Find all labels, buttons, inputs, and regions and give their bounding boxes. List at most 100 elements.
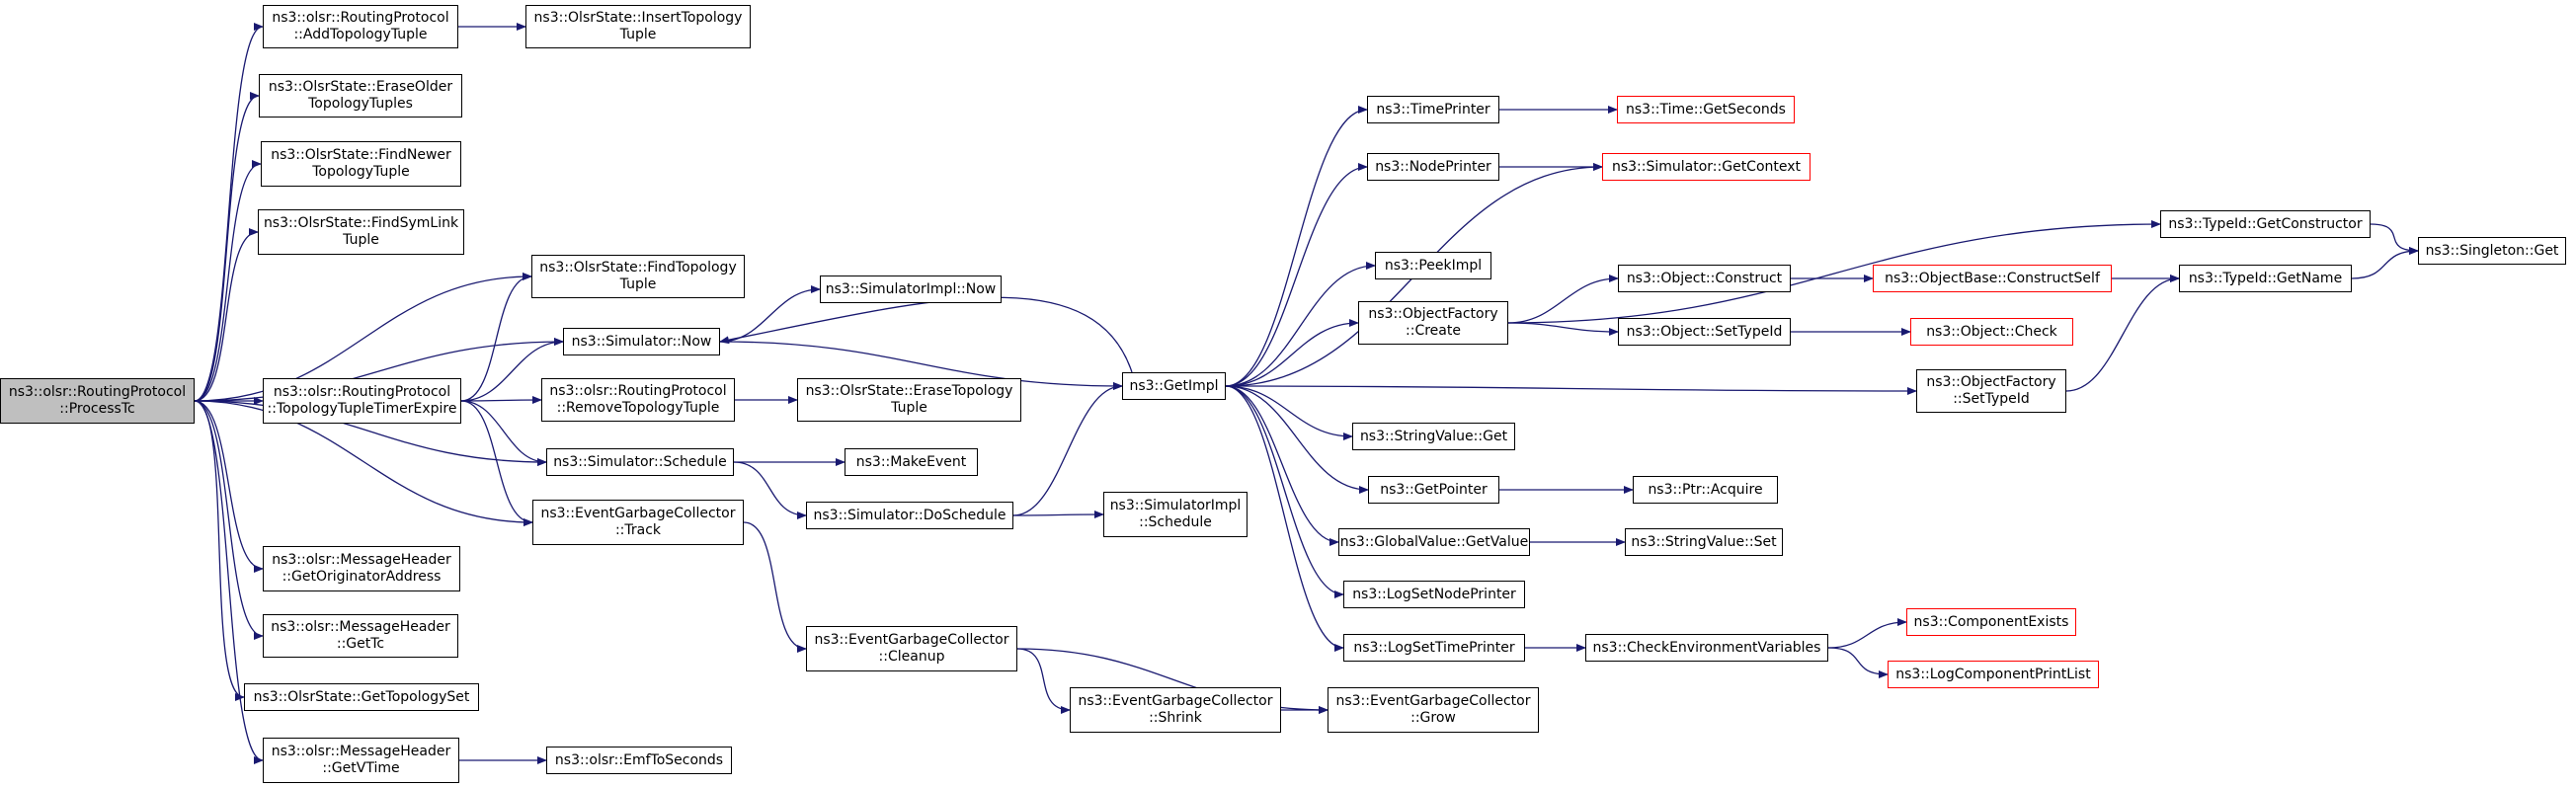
node-topotimer[interactable]: ns3::olsr::RoutingProtocol::TopologyTupl… (263, 378, 461, 424)
node-label-line: ns3::Object::Check (1926, 323, 2057, 340)
node-ofsettypeid[interactable]: ns3::ObjectFactory::SetTypeId (1916, 369, 2066, 413)
node-label-line: ns3::olsr::RoutingProtocol (273, 384, 451, 400)
node-label-line: ns3::OlsrState::InsertTopology (533, 10, 743, 26)
node-timegetseconds[interactable]: ns3::Time::GetSeconds (1617, 96, 1795, 123)
node-egcshrink[interactable]: ns3::EventGarbageCollector::Shrink (1070, 687, 1281, 733)
node-ofcreate[interactable]: ns3::ObjectFactory::Create (1358, 301, 1508, 345)
node-ptracquire[interactable]: ns3::Ptr::Acquire (1633, 476, 1778, 504)
node-simimplschedule[interactable]: ns3::SimulatorImpl::Schedule (1103, 492, 1248, 537)
node-label-line: ns3::GetPointer (1380, 481, 1488, 498)
node-label-line: ::Shrink (1149, 710, 1202, 726)
node-timeprinter[interactable]: ns3::TimePrinter (1367, 96, 1499, 123)
node-label-line: ns3::ObjectFactory (1368, 306, 1498, 322)
node-stringvalueget[interactable]: ns3::StringValue::Get (1352, 423, 1515, 450)
edge-simnow-to-getimpl (719, 341, 1123, 390)
node-label-line: TopologyTuple (312, 164, 410, 180)
node-label-line: ::RemoveTopologyTuple (556, 400, 720, 416)
node-peekimpl[interactable]: ns3::PeekImpl (1375, 252, 1491, 279)
node-label-line: ns3::ObjectBase::ConstructSelf (1885, 270, 2100, 286)
edge-getimpl-to-logsettimeprinter (1225, 385, 1344, 652)
node-simdoschedule[interactable]: ns3::Simulator::DoSchedule (806, 502, 1013, 529)
node-label-line: ns3::TypeId::GetName (2188, 270, 2343, 286)
node-egcgrow[interactable]: ns3::EventGarbageCollector::Grow (1328, 687, 1539, 733)
node-label-line: ns3::OlsrState::GetTopologySet (253, 688, 470, 705)
node-emftosec[interactable]: ns3::olsr::EmfToSeconds (546, 747, 732, 774)
node-getorig[interactable]: ns3::olsr::MessageHeader::GetOriginatorA… (263, 546, 460, 591)
node-typeidgetconstructor[interactable]: ns3::TypeId::GetConstructor (2160, 210, 2371, 238)
node-label-line: ::SetTypeId (1953, 391, 2030, 407)
node-label-line: ns3::Simulator::Now (571, 333, 712, 350)
node-logsettimeprinter[interactable]: ns3::LogSetTimePrinter (1343, 634, 1525, 662)
node-root: ns3::olsr::RoutingProtocol::ProcessTc (0, 378, 195, 424)
node-label-line: ns3::olsr::MessageHeader (271, 619, 450, 635)
edge-egctrack-to-egccleanup (743, 521, 807, 653)
node-label-line: ns3::LogComponentPrintList (1895, 666, 2091, 682)
edge-topotimer-to-egctrack (460, 400, 533, 526)
node-label-line: ns3::olsr::EmfToSeconds (554, 751, 724, 768)
edge-root-to-getorig (194, 400, 264, 573)
node-getpointer[interactable]: ns3::GetPointer (1368, 476, 1499, 504)
node-getvtime[interactable]: ns3::olsr::MessageHeader::GetVTime (263, 738, 459, 783)
node-label-line: ns3::CheckEnvironmentVariables (1592, 639, 1821, 656)
node-label-line: ns3::Simulator::DoSchedule (813, 507, 1006, 523)
node-objbaseconstructself[interactable]: ns3::ObjectBase::ConstructSelf (1873, 265, 2112, 292)
node-logcomponentprintlist[interactable]: ns3::LogComponentPrintList (1888, 661, 2099, 688)
node-objcheck[interactable]: ns3::Object::Check (1910, 318, 2073, 346)
node-gettc[interactable]: ns3::olsr::MessageHeader::GetTc (263, 614, 458, 658)
node-label-line: ns3::ObjectFactory (1926, 374, 2056, 390)
node-objsettypeid[interactable]: ns3::Object::SetTypeId (1618, 318, 1791, 346)
node-componentexists[interactable]: ns3::ComponentExists (1906, 608, 2076, 636)
edge-ofcreate-to-objsettypeid (1507, 322, 1619, 336)
node-label-line: ns3::Time::GetSeconds (1626, 101, 1786, 118)
node-typeidgetname[interactable]: ns3::TypeId::GetName (2179, 265, 2352, 292)
node-makeevent[interactable]: ns3::MakeEvent (845, 448, 978, 476)
node-stringvalueset[interactable]: ns3::StringValue::Set (1625, 528, 1783, 556)
node-singletonget[interactable]: ns3::Singleton::Get (2418, 237, 2566, 265)
node-simschedule[interactable]: ns3::Simulator::Schedule (546, 448, 734, 476)
edge-topotimer-to-simschedule (460, 400, 547, 466)
node-addtopo[interactable]: ns3::olsr::RoutingProtocol::AddTopologyT… (263, 5, 458, 48)
edge-getimpl-to-logsetnodeprinter (1225, 385, 1344, 598)
node-label-line: ::GetTc (336, 636, 385, 652)
node-label-line: ns3::OlsrState::FindNewer (271, 147, 451, 163)
node-simgetcontext[interactable]: ns3::Simulator::GetContext (1602, 153, 1811, 181)
node-label-line: ::ProcessTc (59, 401, 135, 417)
node-simnow[interactable]: ns3::Simulator::Now (563, 328, 720, 355)
node-label-line: ns3::LogSetTimePrinter (1353, 639, 1515, 656)
node-label-line: ns3::OlsrState::EraseOlder (268, 79, 453, 95)
node-logsetnodeprinter[interactable]: ns3::LogSetNodePrinter (1343, 581, 1525, 608)
node-label-line: ns3::olsr::MessageHeader (272, 552, 451, 568)
node-label-line: ns3::OlsrState::EraseTopology (805, 383, 1013, 399)
node-label-line: ::Cleanup (878, 649, 945, 665)
edge-root-to-gettc (194, 400, 264, 640)
node-label-line: ns3::MakeEvent (855, 453, 967, 470)
node-nodeprinter[interactable]: ns3::NodePrinter (1367, 153, 1499, 181)
edge-root-to-findtopo (194, 273, 532, 402)
node-label-line: ns3::StringValue::Set (1631, 533, 1777, 550)
node-label-line: TopologyTuples (308, 96, 413, 112)
edge-root-to-findnewer (194, 160, 262, 402)
node-gvgetvalue[interactable]: ns3::GlobalValue::GetValue (1338, 528, 1530, 556)
node-egctrack[interactable]: ns3::EventGarbageCollector::Track (532, 500, 744, 545)
node-label-line: ns3::GetImpl (1129, 377, 1219, 394)
node-label-line: ns3::EventGarbageCollector (814, 632, 1009, 648)
edge-getimpl-to-getpointer (1225, 385, 1369, 494)
node-removetopo[interactable]: ns3::olsr::RoutingProtocol::RemoveTopolo… (541, 378, 735, 422)
node-label-line: ::Create (1406, 323, 1461, 339)
node-simimplnow[interactable]: ns3::SimulatorImpl::Now (820, 275, 1002, 303)
node-label-line: ns3::OlsrState::FindTopology (539, 260, 737, 275)
node-label-line: Tuple (343, 232, 379, 248)
node-objconstruct[interactable]: ns3::Object::Construct (1618, 265, 1791, 292)
node-label-line: ns3::olsr::RoutingProtocol (272, 10, 449, 26)
node-gettopologyset[interactable]: ns3::OlsrState::GetTopologySet (244, 683, 479, 711)
node-label-line: ns3::Ptr::Acquire (1648, 481, 1763, 498)
node-getimpl[interactable]: ns3::GetImpl (1122, 372, 1226, 400)
node-checkenv[interactable]: ns3::CheckEnvironmentVariables (1585, 634, 1828, 662)
node-egccleanup[interactable]: ns3::EventGarbageCollector::Cleanup (806, 626, 1017, 671)
